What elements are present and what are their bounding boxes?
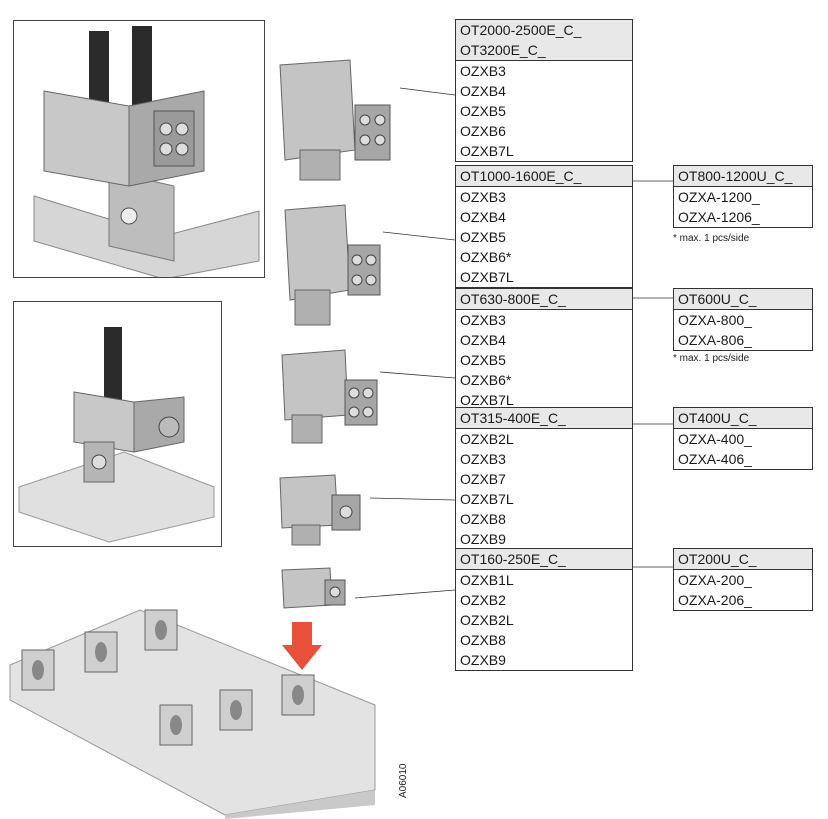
table-header-label: OT800-1200U_C_ bbox=[678, 168, 793, 184]
table-row: OZXB7L bbox=[460, 392, 514, 408]
down-arrow-icon bbox=[282, 622, 322, 670]
table-row: OZXA-406_ bbox=[678, 451, 752, 467]
terminal-part-4 bbox=[279, 474, 361, 546]
table-row: OZXB3 bbox=[460, 451, 506, 467]
table-rows: OZXA-200_ OZXA-206_ bbox=[674, 570, 812, 610]
table-row: OZXB2L bbox=[460, 431, 514, 447]
table-row: OZXB9 bbox=[460, 652, 506, 668]
table-row: OZXB7 bbox=[460, 471, 506, 487]
table-row: OZXA-400_ bbox=[678, 431, 752, 447]
footnote-max-1: * max. 1 pcs/side bbox=[673, 233, 750, 244]
table-header: OT630-800E_C_ bbox=[456, 289, 632, 310]
table-rows: OZXA-800_ OZXA-806_ bbox=[674, 310, 812, 350]
table-row: OZXA-1200_ bbox=[678, 189, 760, 205]
table-row: OZXA-1206_ bbox=[678, 209, 760, 225]
terminal-part-5 bbox=[281, 567, 346, 609]
table-row: OZXB4 bbox=[460, 83, 506, 99]
table-row: OZXA-200_ bbox=[678, 572, 752, 588]
terminal-part-1 bbox=[279, 59, 391, 181]
table-header-label: OT630-800E_C_ bbox=[460, 291, 566, 307]
illustration-frame-large bbox=[13, 20, 265, 278]
illustration-frame-small bbox=[13, 301, 222, 547]
table-row: OZXB5 bbox=[460, 229, 506, 245]
small-terminal-illustration bbox=[18, 327, 215, 543]
mounting-plate bbox=[9, 609, 376, 819]
table-row: OZXA-206_ bbox=[678, 592, 752, 608]
table-row: OZXB7L bbox=[460, 269, 514, 285]
footnote-max-2: * max. 1 pcs/side bbox=[673, 353, 750, 364]
large-terminal-illustration bbox=[33, 26, 260, 277]
table-header-label: OT2000-2500E_C_ bbox=[460, 22, 582, 38]
table-row: OZXB6* bbox=[460, 249, 512, 265]
table-row: OZXB8 bbox=[460, 632, 506, 648]
table-header: OT2000-2500E_C_ OT3200E_C_ bbox=[456, 20, 632, 61]
table-header: OT400U_C_ bbox=[674, 408, 812, 429]
table-row: OZXB5 bbox=[460, 352, 506, 368]
table-row: OZXB8 bbox=[460, 511, 506, 527]
table-ot800u: OT800-1200U_C_ OZXA-1200_ OZXA-1206_ bbox=[673, 165, 813, 228]
table-row: OZXB7L bbox=[460, 143, 514, 159]
table-row: OZXB1L bbox=[460, 572, 514, 588]
table-row: OZXB6* bbox=[460, 372, 512, 388]
table-row: OZXA-800_ bbox=[678, 312, 752, 328]
table-header: OT160-250E_C_ bbox=[456, 549, 632, 570]
table-header: OT200U_C_ bbox=[674, 549, 812, 570]
drawing-code: A06010 bbox=[398, 763, 409, 798]
table-row: OZXB3 bbox=[460, 312, 506, 328]
table-row: OZXB9 bbox=[460, 531, 506, 547]
table-header-label: OT3200E_C_ bbox=[460, 42, 546, 58]
table-row: OZXB7L bbox=[460, 491, 514, 507]
table-ot600u: OT600U_C_ OZXA-800_ OZXA-806_ bbox=[673, 288, 813, 351]
table-rows: OZXA-400_ OZXA-406_ bbox=[674, 429, 812, 469]
table-ot200u: OT200U_C_ OZXA-200_ OZXA-206_ bbox=[673, 548, 813, 611]
table-row: OZXB2 bbox=[460, 592, 506, 608]
table-header: OT800-1200U_C_ bbox=[674, 166, 812, 187]
table-row: OZXB2L bbox=[460, 612, 514, 628]
table-row: OZXB4 bbox=[460, 332, 506, 348]
table-header-label: OT400U_C_ bbox=[678, 410, 757, 426]
table-header-label: OT160-250E_C_ bbox=[460, 551, 566, 567]
table-row: OZXB3 bbox=[460, 63, 506, 79]
table-header: OT1000-1600E_C_ bbox=[456, 166, 632, 187]
table-row: OZXB3 bbox=[460, 189, 506, 205]
table-ot400u: OT400U_C_ OZXA-400_ OZXA-406_ bbox=[673, 407, 813, 470]
table-row: OZXB5 bbox=[460, 103, 506, 119]
table-row: OZXB4 bbox=[460, 209, 506, 225]
table-header: OT600U_C_ bbox=[674, 289, 812, 310]
table-row: OZXA-806_ bbox=[678, 332, 752, 348]
table-header: OT315-400E_C_ bbox=[456, 408, 632, 429]
table-header-label: OT1000-1600E_C_ bbox=[460, 168, 582, 184]
table-header-label: OT600U_C_ bbox=[678, 291, 757, 307]
terminal-part-2 bbox=[284, 204, 381, 326]
table-rows: OZXA-1200_ OZXA-1206_ bbox=[674, 187, 812, 227]
table-header-label: OT200U_C_ bbox=[678, 551, 757, 567]
terminal-part-3 bbox=[281, 349, 378, 444]
table-row: OZXB6 bbox=[460, 123, 506, 139]
table-header-label: OT315-400E_C_ bbox=[460, 410, 566, 426]
